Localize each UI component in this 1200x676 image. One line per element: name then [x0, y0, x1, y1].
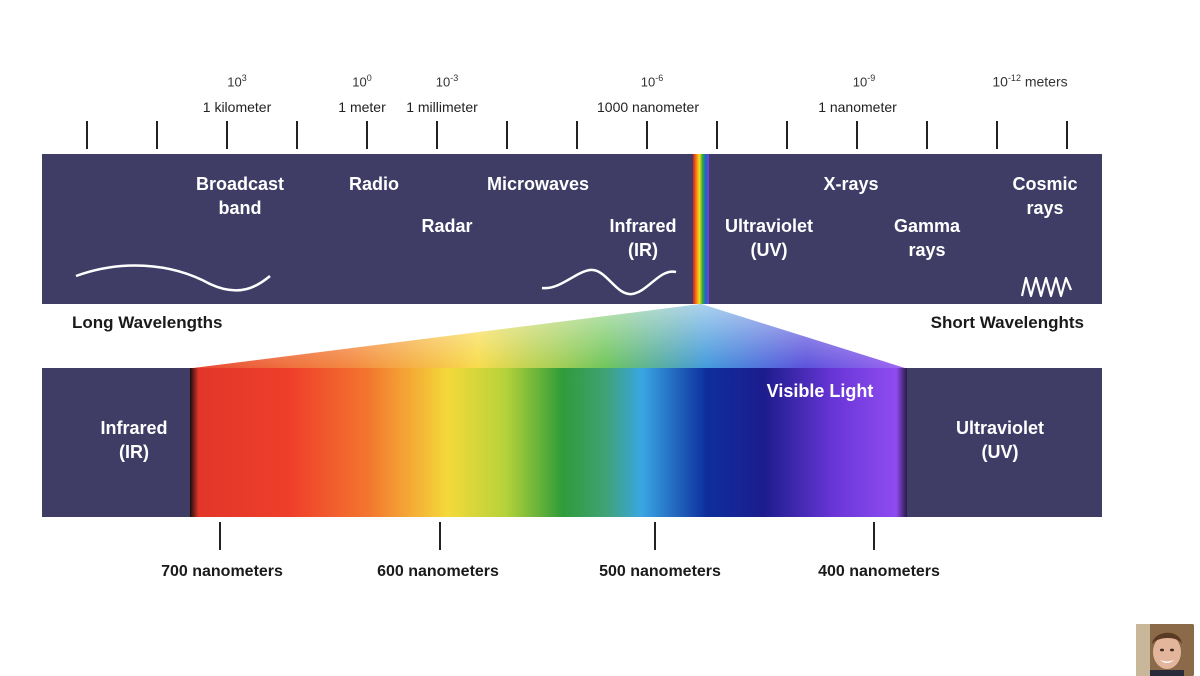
- scale-unit-kilometer: 1 kilometer: [177, 99, 297, 115]
- long-wavelengths-label: Long Wavelengths: [72, 313, 223, 333]
- band-radio: Radio: [334, 172, 414, 196]
- scale-exp-0: 100: [332, 73, 392, 89]
- lower-infrared-label: Infrared (IR): [76, 416, 192, 464]
- band-xrays: X-rays: [806, 172, 896, 196]
- nm-ticks: [220, 522, 874, 550]
- scale-exp-minus3: 10-3: [417, 73, 477, 89]
- scale-exp-minus6: 10-6: [622, 73, 682, 89]
- nm-label-700: 700 nanometers: [140, 563, 304, 581]
- band-radar: Radar: [407, 214, 487, 238]
- band-ultraviolet: Ultraviolet (UV): [714, 214, 824, 262]
- band-gamma: Gamma rays: [877, 214, 977, 262]
- band-infrared: Infrared (IR): [593, 214, 693, 262]
- scale-unit-nanometer: 1 nanometer: [800, 99, 915, 115]
- band-microwaves: Microwaves: [473, 172, 603, 196]
- scale-exp-3: 103: [207, 73, 267, 89]
- nm-label-600: 600 nanometers: [356, 563, 520, 581]
- band-cosmic: Cosmic rays: [995, 172, 1095, 220]
- band-broadcast: Broadcast band: [180, 172, 300, 220]
- scale-unit-1000-nanometer: 1000 nanometer: [583, 99, 713, 115]
- nm-label-500: 500 nanometers: [578, 563, 742, 581]
- scale-exp-minus12: 10-12 meters: [975, 73, 1085, 90]
- nm-label-400: 400 nanometers: [797, 563, 961, 581]
- presenter-avatar: [1136, 624, 1194, 676]
- scale-ticks: [87, 121, 1067, 149]
- lower-ultraviolet-label: Ultraviolet (UV): [935, 416, 1065, 464]
- scale-exp-minus9: 10-9: [834, 73, 894, 89]
- visible-light-title: Visible Light: [752, 381, 888, 402]
- scale-unit-millimeter: 1 millimeter: [387, 99, 497, 115]
- short-wavelengths-label: Short Wavelenghts: [902, 313, 1084, 333]
- visible-slit: [693, 154, 709, 304]
